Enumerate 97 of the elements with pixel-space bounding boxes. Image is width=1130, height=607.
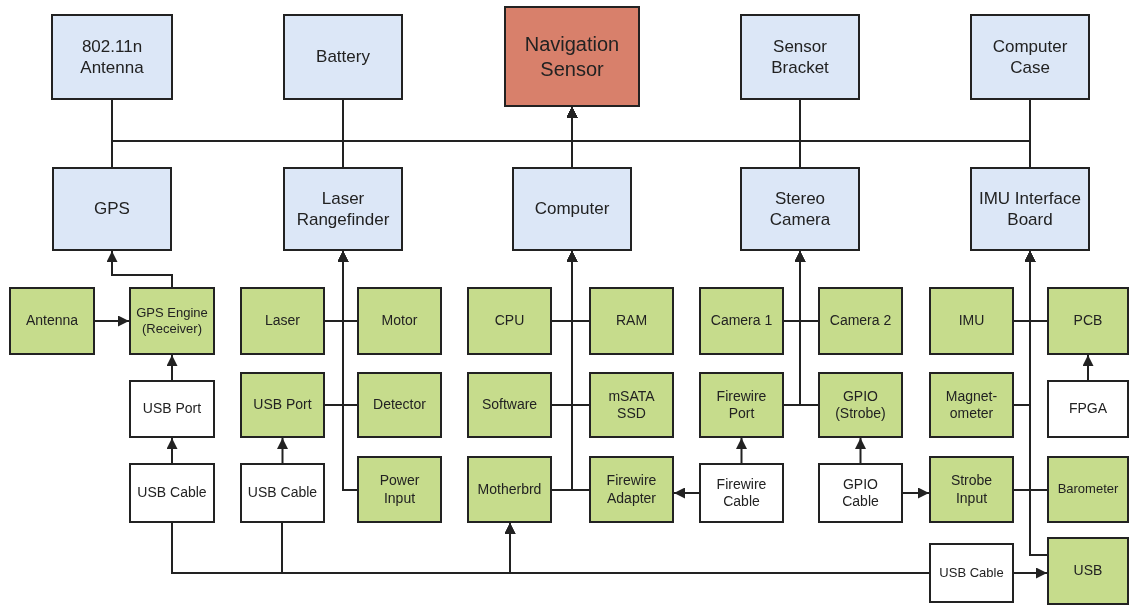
component-box — [740, 167, 860, 251]
arrow — [94, 315, 130, 327]
component-box — [818, 287, 903, 355]
component-box — [467, 372, 552, 438]
arrow — [166, 437, 178, 464]
box-label: Motor — [381, 312, 418, 330]
box-label: Power Input — [378, 472, 421, 507]
arrow — [1024, 250, 1048, 556]
box-label: Camera 2 — [829, 312, 892, 330]
component-box — [1047, 456, 1129, 523]
arrow — [855, 437, 866, 464]
component-box — [357, 372, 442, 438]
component-box — [970, 14, 1090, 100]
arrow — [1082, 354, 1094, 381]
box-label: Laser — [265, 312, 300, 330]
box-label: GPIO Cable — [841, 475, 880, 511]
component-box — [589, 456, 674, 523]
box-label: Computer Case — [991, 35, 1069, 79]
component-box — [929, 287, 1014, 355]
component-box — [240, 372, 325, 438]
box-label: USB Port — [142, 400, 202, 418]
box-label: GPIO (Strobe) — [834, 387, 887, 423]
component-box — [699, 463, 784, 523]
component-box — [283, 167, 403, 251]
component-box — [929, 456, 1014, 523]
box-label: Computer — [534, 198, 610, 220]
component-box — [512, 167, 632, 251]
box-label: RAM — [615, 312, 648, 330]
box-label: Firewire Adapter — [605, 472, 658, 507]
box-label: Sensor Bracket — [770, 35, 830, 79]
arrow — [902, 487, 930, 499]
arrow — [337, 250, 358, 491]
box-label: Motherbrd — [477, 480, 542, 499]
component-box — [929, 543, 1014, 603]
box-label: GPS — [94, 198, 130, 220]
box-label: Antenna — [25, 312, 79, 330]
box-label: Laser Rangefinder — [295, 187, 391, 231]
box-label: mSATA SSD — [607, 387, 656, 423]
box-label: IMU Interface Board — [977, 187, 1082, 231]
component-box — [240, 287, 325, 355]
component-box — [970, 167, 1090, 251]
box-label: Stereo Camera — [768, 187, 832, 231]
box-label: Barometer — [1057, 481, 1119, 498]
box-label: Software — [481, 396, 538, 414]
component-box — [589, 287, 674, 355]
box-label: 802.11n Antenna — [79, 35, 145, 79]
arrow — [566, 106, 1031, 168]
box-label: USB Port — [253, 396, 312, 414]
component-box — [1047, 537, 1129, 605]
component-box — [1047, 380, 1129, 438]
component-box — [357, 287, 442, 355]
component-box — [283, 14, 403, 100]
box-label: Strobe Input — [949, 472, 994, 507]
component-box — [699, 372, 784, 438]
component-box — [52, 167, 172, 251]
box-label: USB Cable — [137, 484, 207, 502]
box-label: USB Cable — [939, 564, 1004, 582]
arrow — [504, 522, 930, 574]
component-box — [818, 372, 903, 438]
box-label: Firewire Port — [715, 387, 768, 423]
component-box — [467, 287, 552, 355]
box-label: CPU — [494, 312, 525, 330]
arrow — [106, 250, 173, 288]
box-label: Firewire Cable — [715, 475, 768, 511]
box-label: Battery — [316, 46, 370, 68]
arrow — [736, 437, 747, 464]
box-label: Magnet-ometer — [944, 387, 999, 423]
box-label: USB Cable — [247, 484, 318, 502]
component-box — [699, 287, 784, 355]
box-label: IMU — [958, 312, 985, 330]
component-box — [129, 463, 215, 523]
arrow — [794, 250, 819, 406]
box-label: FPGA — [1068, 400, 1108, 418]
box-label: USB — [1073, 562, 1103, 580]
box-label: Navigation Sensor — [523, 31, 621, 82]
arrow — [277, 437, 288, 464]
box-label: Camera 1 — [710, 312, 773, 330]
component-box — [357, 456, 442, 523]
component-box — [740, 14, 860, 100]
component-box — [51, 14, 173, 100]
arrow — [166, 354, 178, 381]
component-box — [818, 463, 903, 523]
component-box — [240, 463, 325, 523]
component-box — [9, 287, 95, 355]
box-label: Detector — [373, 396, 426, 414]
arrow — [566, 250, 590, 491]
box-label: GPS Engine (Receiver) — [135, 304, 209, 338]
component-box — [129, 380, 215, 438]
component-box — [929, 372, 1014, 438]
highlighted-box — [504, 6, 640, 107]
box-label: PCB — [1073, 312, 1103, 330]
component-box — [129, 287, 215, 355]
component-box — [589, 372, 674, 438]
arrow — [1013, 567, 1048, 579]
component-box — [467, 456, 552, 523]
arrow — [673, 487, 700, 499]
component-box — [1047, 287, 1129, 355]
